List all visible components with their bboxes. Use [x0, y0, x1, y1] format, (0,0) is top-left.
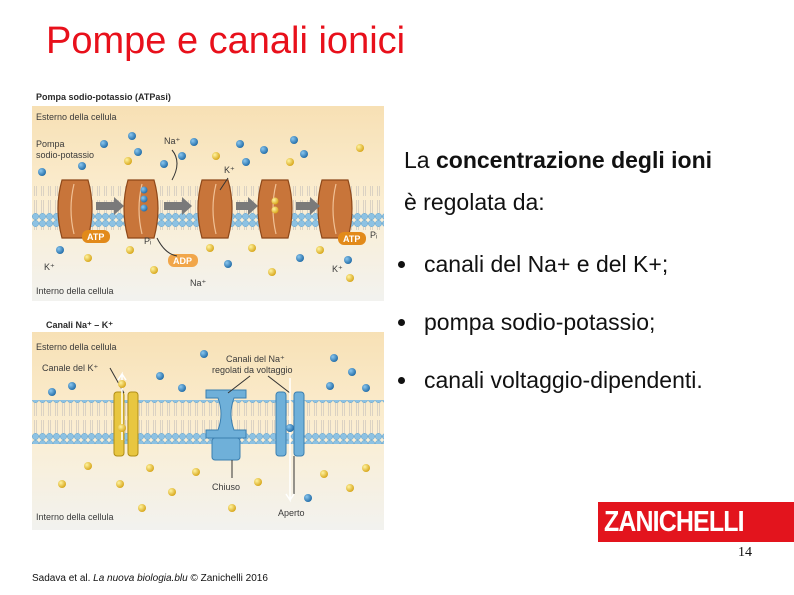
closed-label: Chiuso	[212, 482, 240, 492]
sodium-potassium-pump-panel: Pompa sodio-potassio (ATPasi) Esterno de…	[32, 88, 384, 301]
pi-right-label: Pᵢ	[370, 230, 377, 240]
k-left-label: K⁺	[44, 262, 55, 272]
pump-label-1: Pompa	[36, 139, 65, 149]
credit-prefix: Sadava et al.	[32, 573, 94, 584]
bullet-dot-icon	[398, 261, 405, 268]
bullet-item: pompa sodio-potassio;	[398, 304, 788, 362]
bullet-text: pompa sodio-potassio;	[424, 309, 656, 335]
na-bottom-label: Na⁺	[190, 278, 207, 288]
ion-channels-panel: Canali Na⁺ – K⁺ Esterno della cellula Ca…	[32, 316, 384, 530]
bullet-item: canali voltaggio-dipendenti.	[398, 362, 788, 420]
bottom-outside-label: Esterno della cellula	[36, 342, 117, 352]
na-top-label: Na⁺	[164, 136, 181, 146]
bullet-dot-icon	[398, 377, 405, 384]
ion-transport-illustration: Pompa sodio-potassio (ATPasi) Esterno de…	[32, 88, 384, 530]
pi-left-label: Pᵢ	[144, 236, 151, 246]
page-number: 14	[738, 545, 752, 560]
pump-proteins	[57, 179, 353, 239]
bullet-dot-icon	[398, 319, 405, 326]
na-channels-label-1: Canali del Na⁺	[226, 354, 285, 364]
k-top-label: K⁺	[224, 165, 235, 175]
atp-molecules: ATP ATP ADP	[82, 230, 366, 267]
credit-title: La nuova biologia.blu	[93, 573, 188, 584]
ion-transport-figure: Pompa sodio-potassio (ATPasi) Esterno de…	[32, 88, 384, 530]
k-channel-label: Canale del K⁺	[42, 363, 99, 373]
intro-line-2: è regolata da:	[404, 189, 545, 215]
credit-suffix: © Zanichelli 2016	[187, 573, 268, 584]
na-channels-label-2: regolati da voltaggio	[212, 365, 293, 375]
top-outside-label: Esterno della cellula	[36, 112, 117, 122]
atp-right-label: ATP	[343, 234, 360, 244]
channel-ions	[48, 350, 370, 512]
k-bottom-label: K⁺	[332, 264, 343, 274]
outside-ions	[38, 132, 364, 176]
bottom-panel-heading: Canali Na⁺ – K⁺	[46, 320, 113, 330]
inside-ions	[56, 244, 354, 282]
intro-line-1: La concentrazione degli ioni	[404, 146, 789, 186]
bottom-inside-label: Interno della cellula	[36, 512, 114, 522]
source-credit: Sadava et al. La nuova biologia.blu © Za…	[32, 573, 268, 584]
bullet-text: canali del Na+ e del K+;	[424, 251, 669, 277]
slide-title: Pompe e canali ionici	[46, 20, 406, 62]
top-inside-label: Interno della cellula	[36, 286, 114, 296]
pump-label-2: sodio-potassio	[36, 150, 94, 160]
zanichelli-logo: ZANICHELLI	[598, 502, 794, 542]
atp-left-label: ATP	[87, 232, 104, 242]
cycle-arrows	[96, 197, 320, 215]
top-panel-heading: Pompa sodio-potassio (ATPasi)	[36, 92, 171, 102]
na-channel-open	[275, 391, 305, 457]
bullet-list: canali del Na+ e del K+; pompa sodio-pot…	[398, 246, 788, 420]
intro-bold: concentrazione degli ioni	[435, 147, 713, 173]
intro-prefix: La	[404, 147, 436, 173]
bullet-item: canali del Na+ e del K+;	[398, 246, 788, 304]
na-exit-arrow	[171, 149, 178, 181]
open-label: Aperto	[278, 508, 305, 518]
logo-text: ZANICHELLI	[604, 506, 745, 538]
adp-label: ADP	[173, 256, 192, 266]
bullet-text: canali voltaggio-dipendenti.	[424, 367, 703, 393]
pump-bound-ions	[140, 186, 279, 214]
na-channel-closed	[205, 389, 247, 461]
intro-text: La concentrazione degli ioni è regolata …	[404, 146, 789, 216]
